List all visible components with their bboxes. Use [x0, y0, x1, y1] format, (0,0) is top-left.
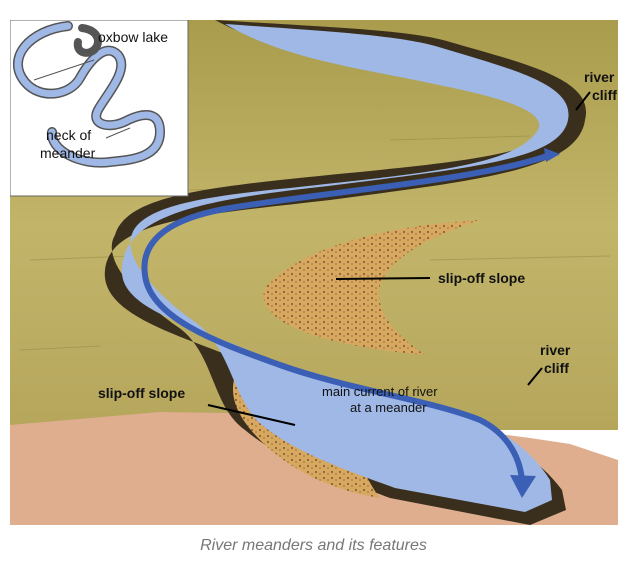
- inset-oxbow-lake: [73, 24, 102, 57]
- main-current-arrow: [141, 152, 552, 481]
- river-water: [121, 24, 569, 512]
- arrowhead-top: [544, 148, 560, 162]
- arrowhead-bottom: [510, 475, 536, 498]
- oxbow-inset: oxbow lake neck of meander: [10, 20, 189, 197]
- river-meander-diagram: oxbow lake neck of meander river cliff s…: [10, 20, 618, 525]
- figure-caption: River meanders and its features: [200, 537, 427, 554]
- main-current-label-1: main current of river: [322, 384, 438, 399]
- neck-of-meander-label-2: meander: [40, 145, 96, 161]
- river-cliff-top-label-2: cliff: [592, 87, 617, 103]
- oxbow-lake-label: oxbow lake: [98, 29, 168, 45]
- slip-off-slope-lower-label: slip-off slope: [98, 385, 185, 401]
- river-cliff-right-label-2: cliff: [544, 360, 569, 376]
- neck-of-meander-label-1: neck of: [46, 127, 91, 143]
- river-cliff-top-label-1: river: [584, 69, 615, 85]
- slip-off-slope-upper-deposit: [263, 220, 480, 355]
- river-channel-bank: [104, 20, 587, 525]
- river-cliff-right-label-1: river: [540, 342, 571, 358]
- main-current-label-2: at a meander: [350, 400, 427, 415]
- slip-off-slope-upper-label: slip-off slope: [438, 270, 525, 286]
